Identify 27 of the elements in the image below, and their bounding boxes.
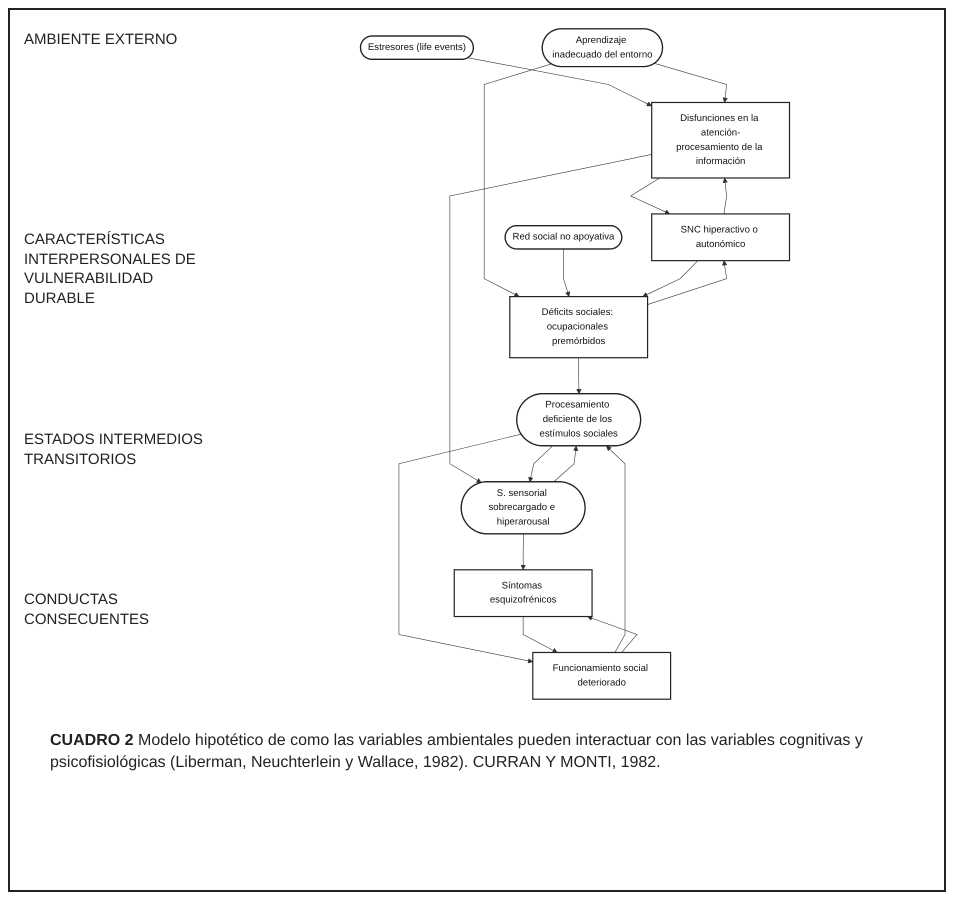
arrow — [528, 446, 553, 482]
arrow — [576, 357, 582, 394]
row-label: AMBIENTE EXTERNO — [24, 30, 178, 50]
arrow — [642, 260, 698, 297]
node-box: Síntomas esquizofrénicos — [454, 569, 593, 618]
arrow — [553, 446, 578, 482]
node-box: Disfunciones en la atención-procesamiento de la información — [651, 102, 790, 179]
node-box: Déficits sociales: ocupacionales premórbidos — [509, 296, 648, 358]
node-box: SNC hiperactivo o autonómico — [651, 213, 790, 262]
arrow — [468, 58, 652, 106]
arrow — [587, 616, 638, 653]
row-label: ESTADOS INTERMEDIOS TRANSITORIOS — [24, 430, 204, 469]
row-label: CONDUCTAS CONSECUENTES — [24, 590, 150, 629]
arrow — [630, 178, 670, 214]
arrow — [654, 63, 728, 103]
arrow — [563, 248, 570, 297]
arrow — [398, 434, 534, 664]
arrow — [520, 534, 526, 570]
arrow — [606, 446, 626, 653]
caption: CUADRO 2 Modelo hipotético de como las variables ambientales pueden interactuar con las variables cognitivas y psicofisiológicas (Liberman, Neuchterlein y Wallace, 1982). CURRAN Y MONTI, 1982. — [50, 731, 864, 774]
arrow — [722, 178, 728, 214]
arrow — [484, 64, 552, 297]
row-label: CARACTERÍSTICAS INTERPERSONALES DE VULNERABILIDAD DURABLE — [24, 230, 197, 308]
arrow — [647, 260, 728, 305]
arrow — [522, 616, 558, 653]
node-box: Funcionamiento social deteriorado — [532, 652, 672, 700]
arrow — [450, 154, 652, 484]
